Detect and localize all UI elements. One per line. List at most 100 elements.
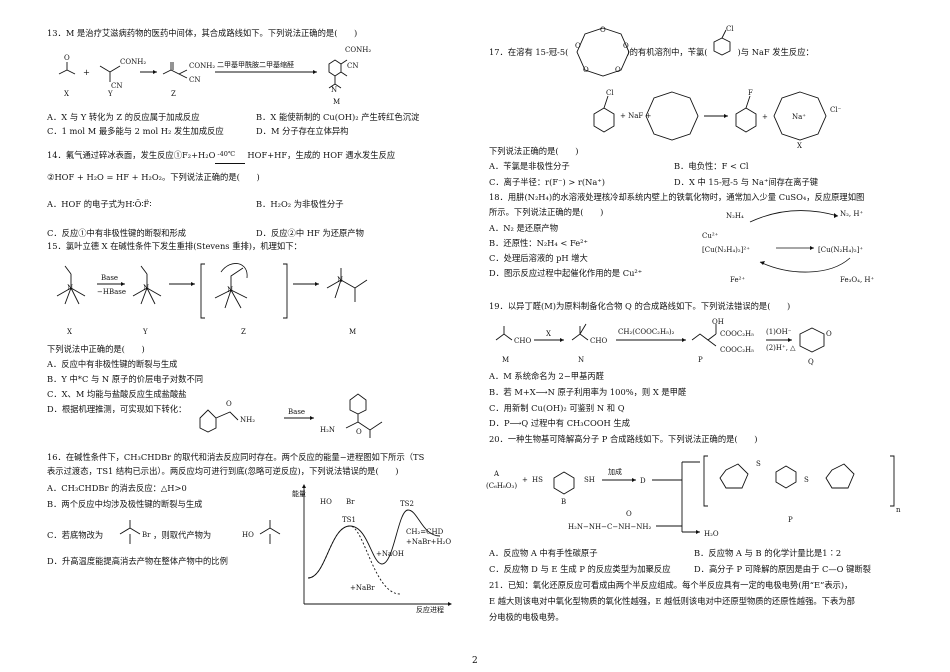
q20-a-formula: (C₆H₈O₃)	[486, 482, 517, 490]
q19-option-c: C．用新制 Cu(OH)₂ 可鉴别 N 和 Q	[489, 403, 625, 413]
q19-x: X	[546, 330, 551, 338]
q19-scheme: CHO M X CHO N CH₂(COOC₂H₅)₂ OH COOC₂H₅ C…	[495, 318, 832, 366]
q15-z-n: N	[227, 286, 233, 294]
q19-reagent: CH₂(COOC₂H₅)₂	[618, 328, 675, 336]
q13-z-conh2: CONH₂	[189, 62, 215, 70]
q17-x-label: X	[797, 142, 802, 150]
q15-d-o2: O	[356, 428, 362, 436]
q13-m-n: N	[331, 86, 337, 94]
q15-d-nh2: NH₂	[240, 416, 255, 424]
q18-line2: 所示。下列说法正确的是( )	[489, 207, 604, 217]
q16-c-br: Br	[142, 531, 151, 539]
q20-option-d: D．高分子 P 可降解的原因是由于 C—O 键断裂	[694, 564, 871, 574]
q20-b: B	[561, 498, 566, 506]
q20-scheme: A (C₆H₈O₃) + HS SH B 加成 D H₂N−NH−C−NH−NH…	[486, 455, 901, 538]
q20-option-a: A．反应物 A 中有手性碳原子	[489, 548, 598, 558]
q13-plus-1: +	[83, 67, 90, 77]
q19-p-oh: OH	[712, 318, 724, 326]
q18-fe2: Fe²⁺	[730, 276, 745, 284]
q19-r1: (1)OH⁻	[766, 328, 792, 336]
q20-h2o: H₂O	[704, 530, 719, 538]
q17-crown-o3: O	[615, 66, 621, 74]
q18-n2h4: N₂H₄	[726, 212, 744, 220]
q20-a: A	[493, 470, 500, 478]
q14-option-b: B．H₂O₂ 为非极性分子	[256, 199, 344, 209]
q14-line2: ②HOF + H₂O = HF + H₂O₂。下列说法正确的是( )	[47, 172, 260, 182]
q13-m-conh2: CONH₂	[345, 46, 371, 54]
q16-line2: 表示过渡态，TS1 结构已示出）。两反应均可进行到底(忽略可逆反应)，下列说法错…	[47, 466, 399, 476]
q17-plus: +	[762, 113, 768, 121]
q17-na: Na⁺	[792, 113, 806, 121]
q13-y-cn: CN	[111, 82, 122, 90]
q17-stem-b: )的有机溶剂中，苄氯(	[626, 47, 708, 57]
q14-line1-b: HOF+HF，生成的 HOF 遇水发生反应	[247, 150, 396, 160]
q17-cl: Cl	[726, 25, 734, 33]
q16-br-top: Br	[346, 498, 355, 506]
q15-base-1: Base	[101, 274, 118, 282]
q15-option-c: C．X、M 均能与盐酸反应生成盐酸盐	[47, 389, 187, 399]
q13-option-d: D．M 分子存在立体异构	[256, 126, 349, 136]
q20-plus: +	[522, 476, 528, 484]
q14-option-c: C．反应①中有非极性键的断裂和形成	[47, 228, 187, 238]
q19-p-cooet-2: COOC₂H₅	[720, 346, 754, 354]
q15-d-o: O	[226, 400, 232, 408]
q20-stem: 20．一种生物基可降解高分子 P 合成路线如下。下列说法正确的是( )	[489, 434, 758, 444]
q19-p-label: P	[698, 356, 703, 364]
q13-option-c: C．1 mol M 最多能与 2 mol H₂ 发生加成反应	[47, 126, 224, 136]
q17-option-b: B．电负性：F < Cl	[674, 161, 749, 171]
q16-xlabel: 反应进程	[416, 605, 444, 614]
q15-option-d: D．根据机理推测，可实现如下转化：	[47, 404, 187, 414]
q18-option-c: C．处理后溶液的 pH 增大	[489, 253, 588, 263]
q16-option-d: D．升高温度能提高消去产物在整体产物中的比例	[47, 556, 228, 566]
q20-sh: SH	[584, 476, 595, 484]
q15-y-n: N	[143, 284, 149, 292]
q20-p: P	[788, 516, 793, 524]
q13-x-label: X	[64, 90, 69, 98]
q19-n-cho: CHO	[590, 337, 607, 345]
q14-option-d: D．反应②中 HF 为还原产物	[256, 228, 364, 238]
q19-option-b: B．若 M+X⟶N 原子利用率为 100%，则 X 是甲醛	[489, 387, 687, 397]
q18-option-a: A．N₂ 是还原产物	[489, 223, 558, 233]
q16-nabr: +NaBr	[350, 584, 375, 592]
q15-x-label: X	[67, 328, 72, 336]
q15-mechanism: N X Base −HBase N Y N Z N M	[56, 263, 368, 336]
q19-n-label: N	[578, 356, 584, 364]
q15-sub: 下列说法中正确的是( )	[47, 344, 145, 354]
q20-urea-o: O	[626, 510, 632, 518]
q17-option-a: A．苄氯是非极性分子	[489, 161, 570, 171]
q16-product-elim-2: +NaBr+H₂O	[406, 538, 451, 546]
q17-crown-o1: O	[600, 26, 606, 34]
q13-z-cn: CN	[189, 76, 200, 84]
q16-c-ho: HO	[242, 531, 254, 539]
q13-y-conh2: CONH₂	[120, 58, 146, 66]
q17-stem-a: 17．在溶有 15-冠-5(	[489, 47, 569, 57]
q20-d: D	[640, 477, 646, 485]
q17-naf: + NaF +	[620, 112, 651, 120]
q17-clminus: Cl⁻	[830, 106, 842, 114]
q20-option-b: B．反应物 A 与 B 的化学计量比是1∶2	[694, 548, 842, 558]
q17-sub: 下列说法正确的是( )	[489, 146, 579, 156]
q19-m-cho: CHO	[514, 337, 531, 345]
q19-q-o: O	[826, 330, 832, 338]
q16-naoh: +NaOH	[376, 550, 404, 558]
q16-ho-top: HO	[320, 498, 332, 506]
q21-line1: 21．已知：氧化还原反应可看成由两个半反应组成。每个半反应具有一定的电极电势(用…	[489, 580, 853, 590]
q16-option-c: C．若底物改为，则取代产物为	[47, 530, 211, 541]
q19-q-label: Q	[808, 358, 814, 366]
q18-option-d: D．图示反应过程中起催化作用的是 Cu²⁺	[489, 268, 643, 278]
q15-stem: 15．氯叶立德 X 在碱性条件下发生重排(Stevens 重排)，机理如下：	[47, 241, 302, 251]
page-number: 2	[472, 656, 478, 666]
q20-option-c: C．反应物 D 与 E 生成 P 的反应类型为加聚反应	[489, 564, 671, 574]
q20-s1: S	[756, 460, 761, 468]
q15-x-n: N	[67, 284, 73, 292]
q21-line2: E 越大则该电对中氧化型物质的氧化性越强，E 越低则该电对中还原型物质的还原性越…	[489, 596, 855, 606]
q15-m-label: M	[349, 328, 356, 336]
q16-ts1: TS1	[342, 516, 356, 524]
q13-scheme: O X + CONH₂ CN Y CONH₂ CN Z 二甲基甲酰胺二甲基缩醛 …	[58, 46, 371, 106]
q13-o-label: O	[64, 54, 70, 62]
q20-urea: H₂N−NH−C−NH−NH₂	[568, 523, 652, 531]
q13-m-label: M	[333, 98, 340, 106]
q16-line1: 16．在碱性条件下，CH₃CHDBr 的取代和消去反应同时存在。两个反应的能量−…	[47, 452, 425, 462]
q17-stem-c: )与 NaF 发生反应：	[737, 47, 814, 57]
q14-condition: -40℃	[217, 150, 236, 158]
